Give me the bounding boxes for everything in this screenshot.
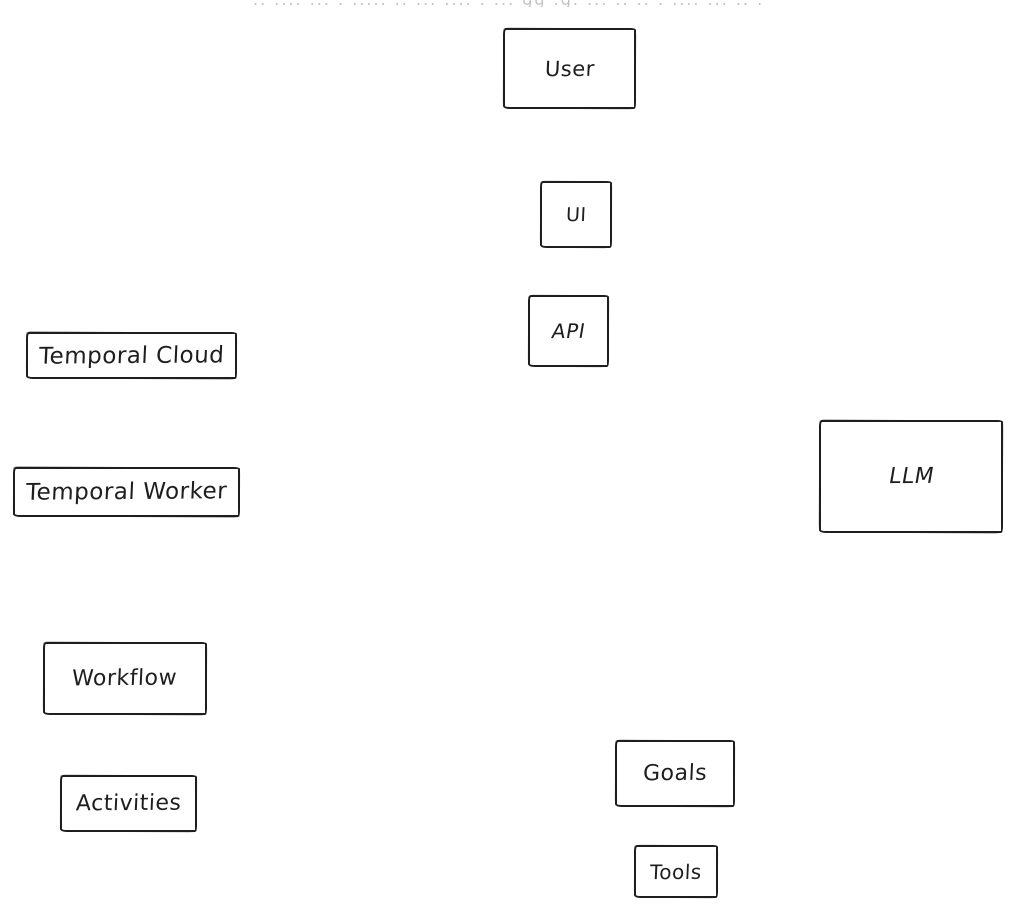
node-label-temporal-worker: Temporal Worker bbox=[25, 478, 228, 506]
node-goals[interactable]: Goals bbox=[615, 740, 735, 807]
node-label-user: User bbox=[544, 56, 595, 81]
node-activities[interactable]: Activities bbox=[60, 775, 197, 832]
node-label-tools: Tools bbox=[649, 859, 703, 884]
node-workflow[interactable]: Workflow bbox=[43, 642, 207, 715]
node-label-temporal-cloud: Temporal Cloud bbox=[38, 341, 225, 370]
clipped-top-text: .. .... ... . ..... .. ... .... . ... gg… bbox=[253, 0, 765, 7]
node-label-api: API bbox=[549, 318, 588, 344]
node-tools[interactable]: Tools bbox=[634, 845, 718, 898]
node-label-ui: UI bbox=[565, 203, 587, 226]
node-llm[interactable]: LLM bbox=[819, 420, 1003, 533]
node-label-workflow: Workflow bbox=[71, 665, 179, 692]
node-label-llm: LLM bbox=[886, 463, 936, 490]
node-ui[interactable]: UI bbox=[540, 181, 612, 248]
node-temporal-worker[interactable]: Temporal Worker bbox=[13, 467, 240, 517]
node-api[interactable]: API bbox=[528, 295, 609, 367]
clipped-top-text-marks: .. .... ... . ..... .. ... .... . ... gg… bbox=[253, 0, 765, 7]
node-label-activities: Activities bbox=[75, 790, 182, 817]
node-temporal-cloud[interactable]: Temporal Cloud bbox=[26, 332, 237, 379]
node-user[interactable]: User bbox=[503, 28, 636, 109]
node-label-goals: Goals bbox=[642, 760, 708, 787]
